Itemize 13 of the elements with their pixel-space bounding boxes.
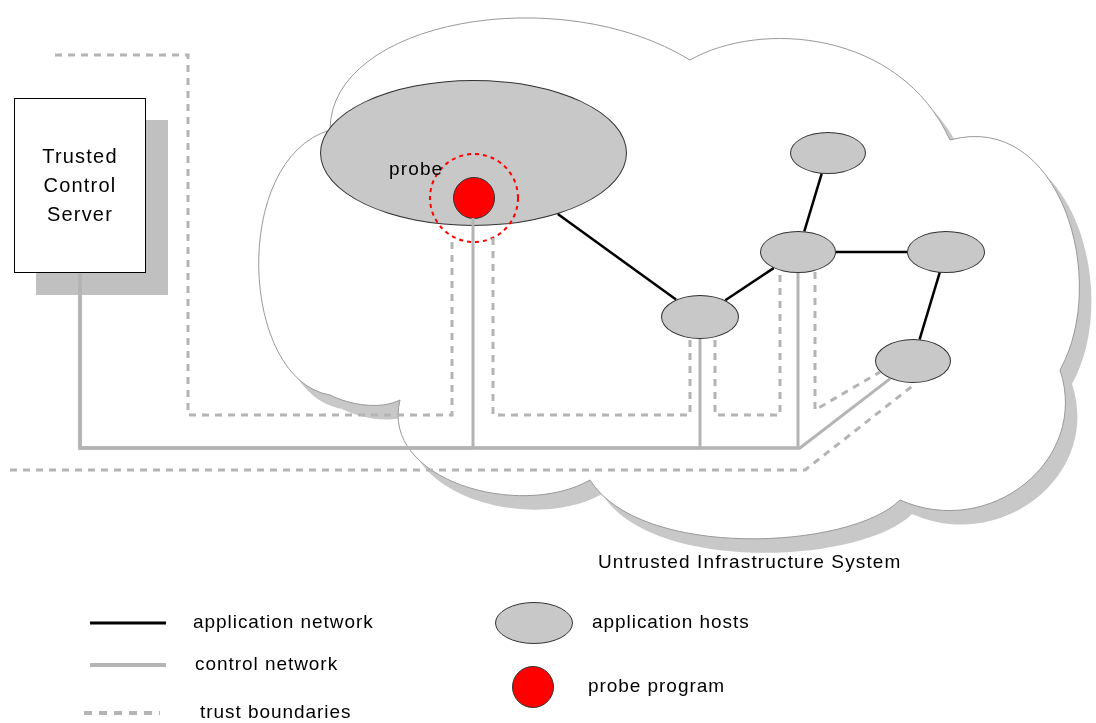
network-link xyxy=(557,213,677,301)
network-link xyxy=(918,272,941,340)
legend-label: probe program xyxy=(588,676,725,695)
legend-label: trust boundaries xyxy=(200,702,352,721)
network-link xyxy=(836,250,907,254)
legend-label: application hosts xyxy=(592,612,750,631)
network-link xyxy=(724,267,775,302)
server-box: Trusted Control Server xyxy=(14,98,146,273)
network-link xyxy=(803,173,823,232)
probe-label: probe xyxy=(389,157,444,181)
legend-label: application network xyxy=(193,612,374,631)
cloud-label: Untrusted Infrastructure System xyxy=(598,550,902,574)
legend-label: control network xyxy=(195,654,339,673)
